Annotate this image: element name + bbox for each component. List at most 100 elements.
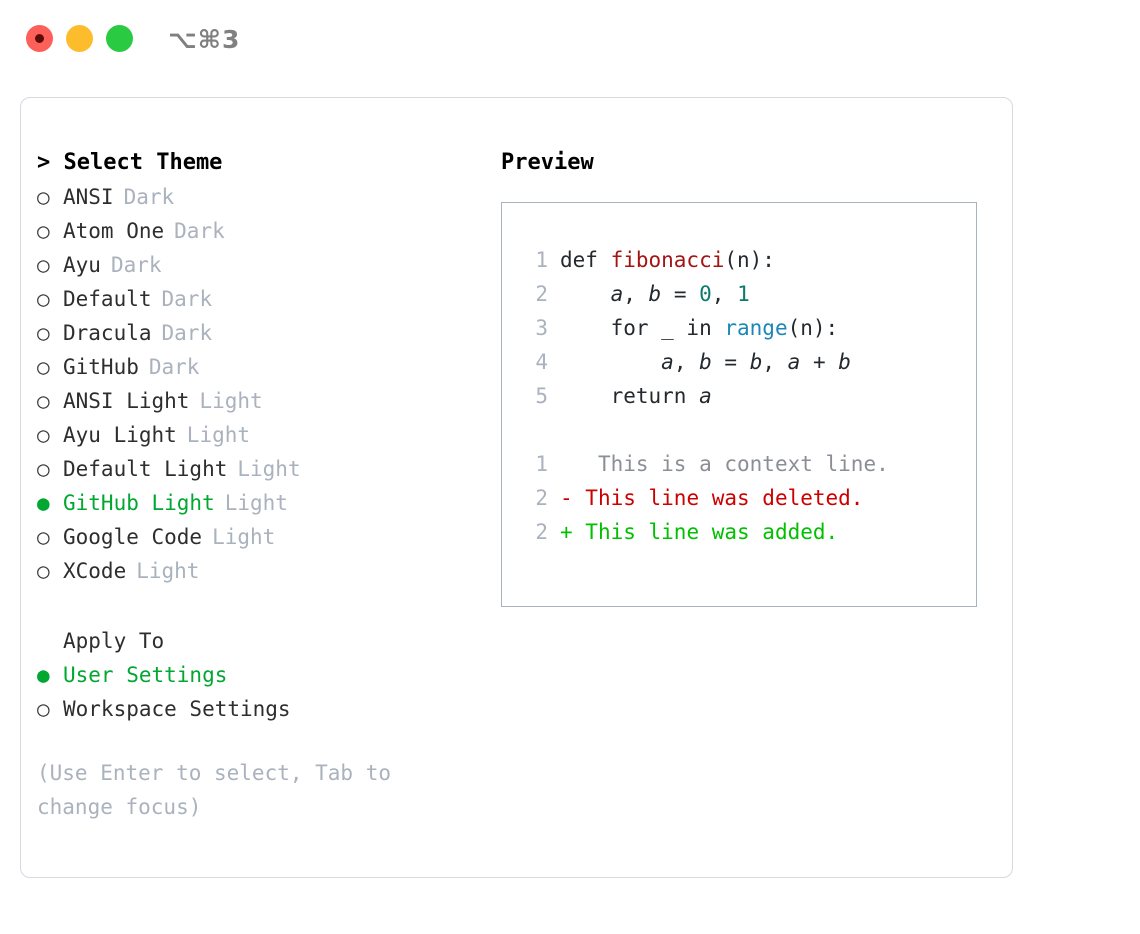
theme-list-item[interactable]: ○ Default Dark bbox=[37, 282, 487, 316]
code-token-plain: for _ in bbox=[560, 316, 725, 340]
theme-name-label: Dracula bbox=[63, 321, 152, 345]
code-text: return a bbox=[560, 379, 712, 413]
code-token-num: 0 bbox=[699, 282, 712, 306]
diff-text: This line was deleted. bbox=[572, 486, 864, 510]
theme-name-label: ANSI bbox=[63, 185, 114, 209]
window-controls bbox=[26, 25, 133, 52]
theme-list-item[interactable]: ○ Default Light Light bbox=[37, 452, 487, 486]
code-token-call: range bbox=[724, 316, 788, 340]
apply-to-item[interactable]: ● User Settings bbox=[37, 658, 487, 692]
code-text: def fibonacci(n): bbox=[560, 243, 775, 277]
radio-unselected-icon[interactable]: ○ bbox=[37, 525, 50, 549]
code-token-plain: (n): bbox=[787, 316, 839, 340]
code-text: a, b = b, a + b bbox=[560, 345, 851, 379]
code-token-plain bbox=[560, 350, 661, 374]
line-number: 4 bbox=[535, 350, 548, 374]
radio-unselected-icon[interactable]: ○ bbox=[37, 253, 50, 277]
theme-variant-tag: Light bbox=[237, 457, 301, 481]
code-token-plain bbox=[560, 282, 611, 306]
radio-selected-icon[interactable]: ● bbox=[37, 491, 50, 515]
line-number: 2 bbox=[535, 486, 548, 510]
radio-unselected-icon[interactable]: ○ bbox=[37, 185, 50, 209]
code-token-var: b bbox=[699, 350, 712, 374]
select-theme-heading: > Select Theme bbox=[37, 150, 223, 175]
radio-unselected-icon[interactable]: ○ bbox=[37, 559, 50, 583]
diff-text: This is a context line. bbox=[572, 452, 889, 476]
radio-selected-icon[interactable]: ● bbox=[37, 663, 50, 687]
minimize-button[interactable] bbox=[66, 25, 93, 52]
code-token-plain: = bbox=[661, 282, 700, 306]
radio-unselected-icon[interactable]: ○ bbox=[37, 697, 50, 721]
diff-marker: + bbox=[560, 520, 573, 544]
line-number: 5 bbox=[535, 384, 548, 408]
theme-list-item[interactable]: ○ Google Code Light bbox=[37, 520, 487, 554]
theme-name-label: GitHub bbox=[63, 355, 139, 379]
theme-variant-tag: Light bbox=[212, 525, 276, 549]
code-token-var: b bbox=[648, 282, 662, 306]
code-token-plain: return bbox=[560, 384, 700, 408]
code-token-plain: def bbox=[560, 248, 611, 272]
preview-heading: Preview bbox=[501, 150, 594, 175]
theme-name-label: Ayu bbox=[63, 253, 101, 277]
code-token-plain: , bbox=[623, 282, 649, 306]
apply-to-label: Workspace Settings bbox=[63, 697, 291, 721]
theme-variant-tag: Light bbox=[224, 491, 288, 515]
theme-variant-tag: Dark bbox=[110, 253, 162, 277]
code-token-plain: + bbox=[800, 350, 839, 374]
diff-line: 2- This line was deleted. bbox=[522, 481, 976, 515]
theme-name-label: Default Light bbox=[63, 457, 228, 481]
code-text: a, b = 0, 1 bbox=[560, 277, 750, 311]
code-token-var: b bbox=[838, 350, 851, 374]
theme-variant-tag: Dark bbox=[148, 355, 200, 379]
diff-line: 1 This is a context line. bbox=[522, 447, 976, 481]
code-token-fn: fibonacci bbox=[610, 248, 725, 272]
radio-unselected-icon[interactable]: ○ bbox=[37, 321, 50, 345]
theme-name-label: XCode bbox=[63, 559, 127, 583]
code-token-var: a bbox=[787, 350, 801, 374]
apply-to-item[interactable]: ○ Workspace Settings bbox=[37, 692, 487, 726]
apply-to-list[interactable]: ● User Settings ○ Workspace Settings bbox=[37, 658, 487, 726]
apply-to-heading: Apply To bbox=[63, 629, 165, 653]
radio-unselected-icon[interactable]: ○ bbox=[37, 355, 50, 379]
theme-list-item[interactable]: ○ GitHub Dark bbox=[37, 350, 487, 384]
theme-name-label: Google Code bbox=[63, 525, 203, 549]
radio-unselected-icon[interactable]: ○ bbox=[37, 219, 50, 243]
zoom-button[interactable] bbox=[106, 25, 133, 52]
theme-variant-tag: Light bbox=[186, 423, 251, 447]
diff-marker bbox=[560, 447, 573, 481]
line-number: 1 bbox=[535, 452, 548, 476]
theme-list-item[interactable]: ○ Ayu Dark bbox=[37, 248, 487, 282]
theme-name-label: Atom One bbox=[63, 219, 165, 243]
theme-variant-tag: Dark bbox=[161, 287, 213, 311]
close-button[interactable] bbox=[26, 25, 53, 52]
line-number: 3 bbox=[535, 316, 548, 340]
code-line: 3 for _ in range(n): bbox=[522, 311, 976, 345]
code-token-plain: = bbox=[711, 350, 750, 374]
radio-unselected-icon[interactable]: ○ bbox=[37, 423, 50, 447]
theme-name-label: Ayu Light bbox=[63, 423, 177, 447]
theme-list-item[interactable]: ○ Ayu Light Light bbox=[37, 418, 487, 452]
code-token-var: a bbox=[699, 384, 712, 408]
code-token-var: b bbox=[749, 350, 763, 374]
radio-unselected-icon[interactable]: ○ bbox=[37, 389, 50, 413]
radio-unselected-icon[interactable]: ○ bbox=[37, 457, 50, 481]
line-number: 1 bbox=[535, 248, 548, 272]
theme-name-label: Default bbox=[63, 287, 152, 311]
code-line: 1 def fibonacci(n): bbox=[522, 243, 976, 277]
radio-unselected-icon[interactable]: ○ bbox=[37, 287, 50, 311]
keyboard-hint-text: (Use Enter to select, Tab to change focu… bbox=[37, 761, 404, 819]
code-token-var: a bbox=[661, 350, 674, 374]
apply-to-label: User Settings bbox=[63, 663, 228, 687]
